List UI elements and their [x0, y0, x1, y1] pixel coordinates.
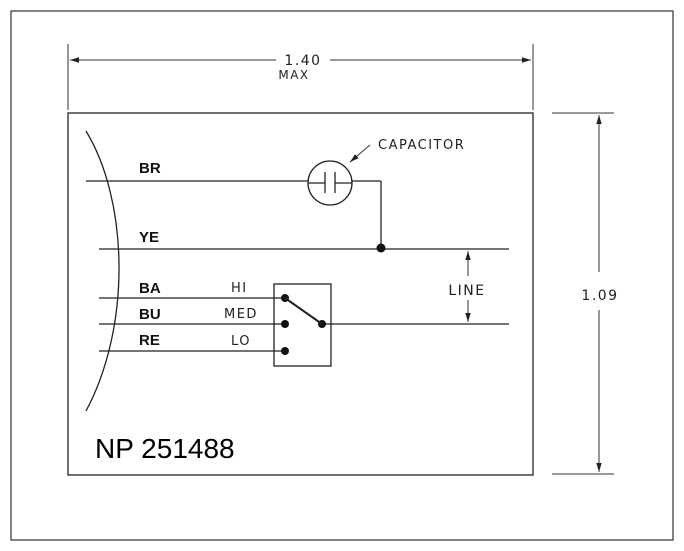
width-dimension: 1.40 MAX — [67, 44, 534, 110]
switch-contact-lo — [281, 347, 289, 355]
width-value: 1.40 — [284, 53, 321, 69]
wire-label-ba: BA — [139, 280, 161, 297]
wire-label-bu: BU — [139, 306, 161, 323]
wires — [86, 180, 509, 352]
height-dimension: 1.09 — [552, 112, 618, 475]
switch-contact-med — [281, 320, 289, 328]
wire-label-br: BR — [139, 160, 161, 177]
outer-frame — [10, 10, 674, 541]
part-number: NP 251488 — [95, 433, 235, 464]
wire-label-re: RE — [139, 332, 160, 349]
switch-lever — [284, 297, 323, 325]
capacitor: CAPACITOR — [307, 138, 465, 206]
height-value: 1.09 — [581, 288, 618, 304]
speed-label-hi: HI — [231, 281, 248, 296]
junction-dot — [376, 243, 386, 253]
wire-label-ye: YE — [139, 229, 159, 246]
motor-housing-arc — [85, 130, 120, 412]
speed-label-med: MED — [224, 307, 258, 322]
speed-switch — [273, 283, 332, 367]
line-label: LINE — [448, 283, 485, 299]
label-plate — [67, 112, 534, 476]
capacitor-label: CAPACITOR — [378, 138, 465, 153]
line-indicator: LINE — [448, 251, 485, 322]
width-max-note: MAX — [278, 68, 309, 82]
speed-label-lo: LO — [231, 334, 251, 349]
